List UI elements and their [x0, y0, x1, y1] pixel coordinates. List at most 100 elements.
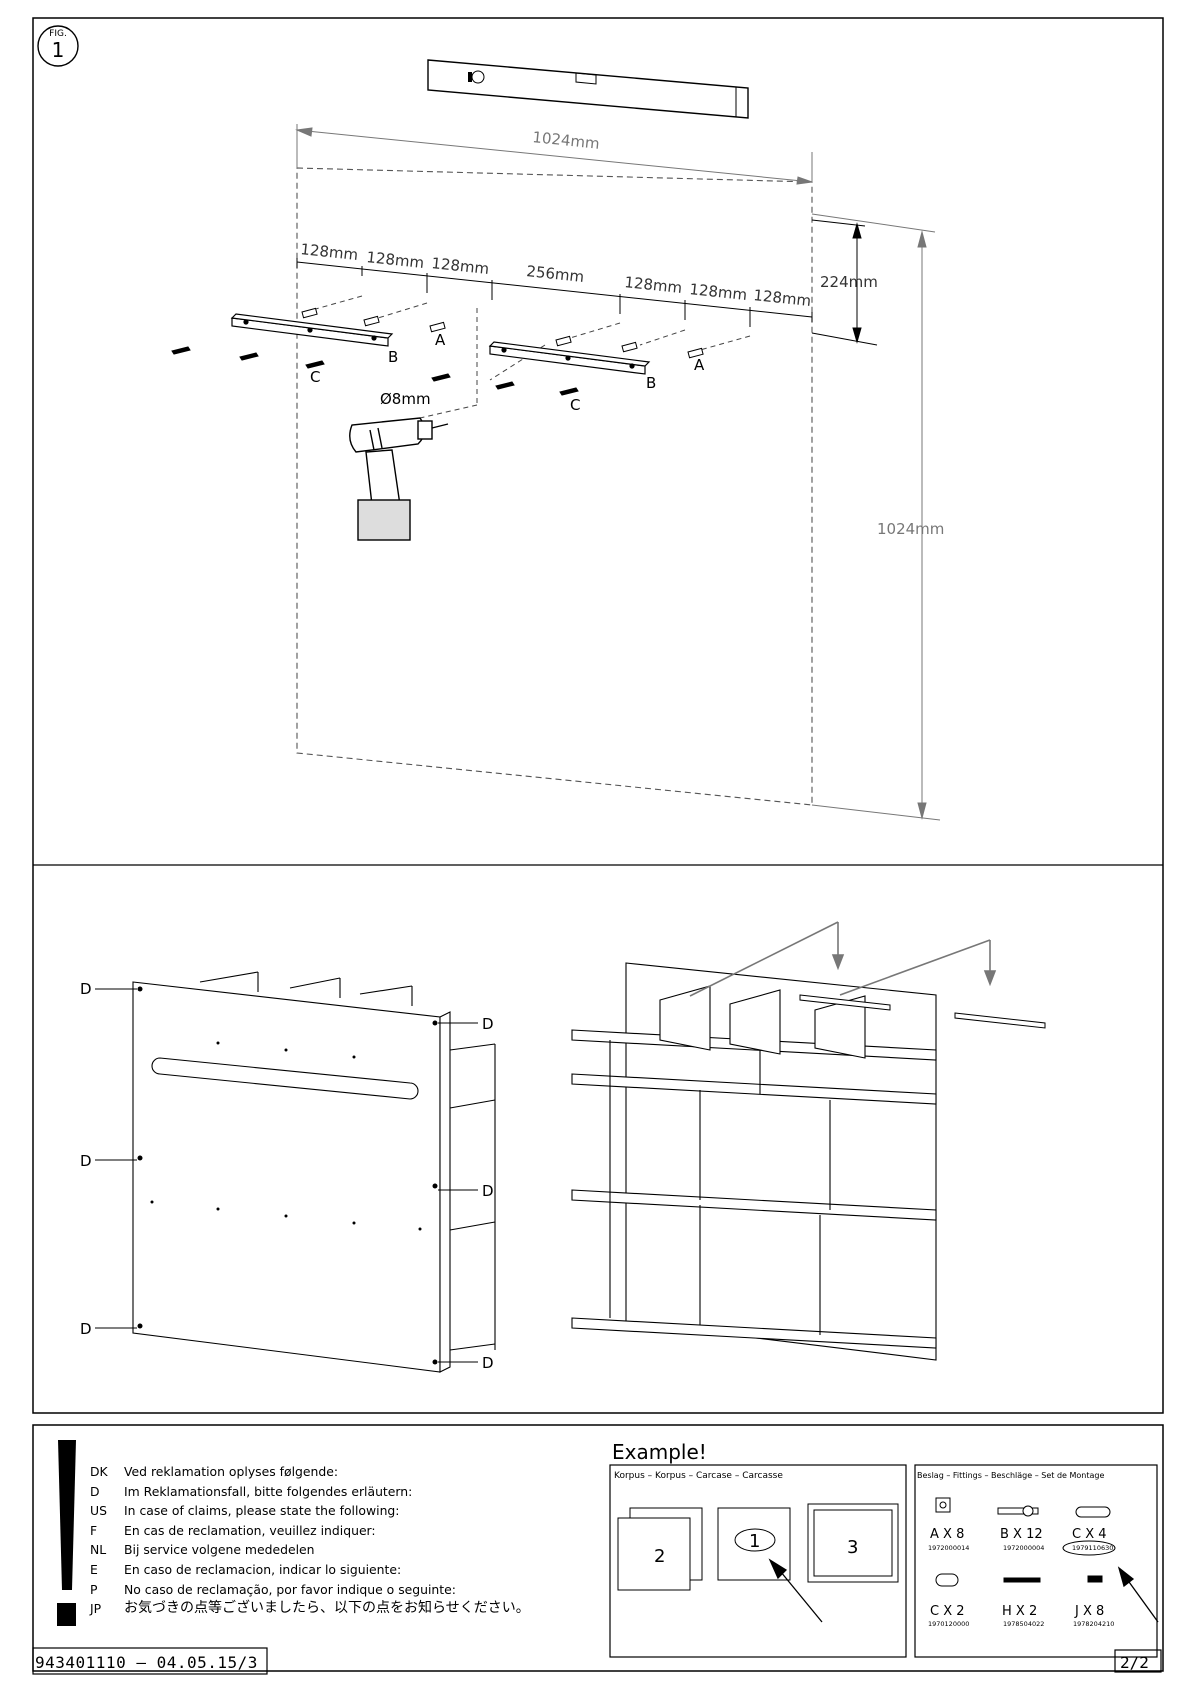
fittings-box	[914, 1464, 1158, 1658]
cabinet-front-view	[571, 962, 937, 1361]
language-code: NL	[90, 1542, 107, 1558]
claims-text: No caso de reclamação, por favor indique…	[124, 1581, 456, 1597]
claims-text: En cas de reclamation, veuillez indiquer…	[124, 1522, 376, 1538]
fittings-header: Beslag – Fittings – Beschläge – Set de M…	[917, 1471, 1104, 1480]
fitting-h-label: H X 2	[1002, 1604, 1037, 1619]
claims-line: D Im Reklamationsfall, bitte folgendes er…	[90, 1482, 530, 1502]
fitting-c2-label: C X 2	[930, 1604, 965, 1619]
marker-d-2: D	[80, 1152, 92, 1170]
right-spacing-2: 128mm	[689, 280, 748, 304]
cabinet-holes	[137, 986, 438, 1365]
claims-line: US In case of claims, please state the fo…	[90, 1501, 530, 1521]
doc-id: 943401110 – 04.05.15/3	[35, 1653, 258, 1672]
wall-rail-right	[488, 341, 651, 375]
doc-id-box	[32, 1647, 268, 1675]
warning-icon	[57, 1440, 76, 1626]
right-spacing-3: 128mm	[753, 286, 812, 310]
fitting-c2-code: 1970120000	[928, 1620, 969, 1628]
korpus-header: Korpus – Korpus – Carcase – Carcasse	[614, 1471, 783, 1481]
claims-frame	[32, 1424, 1164, 1672]
fitting-j-icon	[1087, 1575, 1103, 1583]
fitting-b-code: 1972000004	[1003, 1544, 1044, 1552]
claims-line: DK Ved reklamation oplyses følgende:	[90, 1462, 530, 1482]
plug-icons	[301, 307, 704, 359]
language-code: P	[90, 1581, 98, 1597]
left-spacing-1: 128mm	[300, 240, 359, 264]
board-1	[717, 1507, 791, 1581]
part-c-left-label: C	[310, 368, 320, 386]
fitting-a-code: 1972000014	[928, 1544, 969, 1552]
claims-text: Bij service volgene mededelen	[124, 1542, 315, 1558]
part-a-left-label: A	[435, 331, 446, 349]
fitting-j-code: 1978204210	[1073, 1620, 1114, 1628]
board-3-number: 3	[847, 1537, 858, 1558]
rail-parts	[799, 994, 1046, 1029]
language-code: US	[90, 1503, 107, 1519]
height-dimension	[811, 213, 941, 821]
wall-rail-left	[230, 313, 394, 347]
fitting-b-label: B X 12	[1000, 1527, 1043, 1542]
fitting-h-code: 1978504022	[1003, 1620, 1044, 1628]
board-3	[807, 1503, 899, 1583]
fig-badge: FIG. 1	[37, 25, 79, 67]
board-2	[617, 1507, 703, 1591]
pointer-arrows	[768, 1558, 1159, 1623]
page-number: 2/2	[1120, 1653, 1149, 1672]
marker-lines	[95, 988, 478, 1363]
fitting-c2-icon	[935, 1573, 959, 1587]
offset-dimension	[811, 219, 878, 346]
wall-outline	[296, 167, 813, 806]
fitting-c-icon	[1075, 1506, 1111, 1518]
fig-number: 1	[52, 38, 65, 62]
screw-icons	[171, 346, 579, 396]
center-spacing: 256mm	[526, 262, 585, 286]
drill-size-label: Ø8mm	[380, 390, 431, 408]
fitting-j-label: J X 8	[1074, 1604, 1104, 1619]
fitting-a-icon	[935, 1497, 951, 1513]
language-code: JP	[90, 1601, 102, 1617]
claims-text: Im Reklamationsfall, bitte folgendes erl…	[124, 1483, 413, 1499]
marker-d-4: D	[482, 1015, 494, 1033]
fitting-c-code: 1979110630	[1072, 1544, 1113, 1552]
claims-line: F En cas de reclamation, veuillez indique…	[90, 1521, 530, 1541]
spacing-dimension-line	[296, 258, 813, 327]
korpus-box	[609, 1464, 907, 1658]
part-b-right-label: B	[646, 374, 656, 392]
marker-d-6: D	[482, 1354, 494, 1372]
height-right-label: 1024mm	[877, 520, 944, 538]
fitting-a-label: A X 8	[930, 1527, 964, 1542]
part-c-right-label: C	[570, 396, 580, 414]
language-code: F	[90, 1522, 98, 1538]
top-offset-label: 224mm	[820, 273, 878, 291]
claims-line: NL Bij service volgene mededelen	[90, 1540, 530, 1560]
drill-icon	[349, 417, 449, 541]
fig-label: FIG.	[49, 29, 67, 39]
claims-text: お気づきの点等ございましたら、以下の点をお知らせください。	[124, 1600, 530, 1617]
fitting-b-icon	[997, 1505, 1039, 1517]
width-dimension	[295, 124, 813, 185]
claims-text: In case of claims, please state the foll…	[124, 1503, 400, 1519]
part-a-right-label: A	[694, 356, 705, 374]
example-title: Example!	[612, 1440, 707, 1464]
left-spacing-2: 128mm	[366, 248, 425, 272]
cabinet-back-view	[132, 971, 496, 1373]
language-code: DK	[90, 1464, 108, 1479]
part-b-left-label: B	[388, 348, 398, 366]
width-top-label: 1024mm	[532, 128, 601, 153]
circled-code	[1062, 1540, 1116, 1556]
language-code: E	[90, 1561, 98, 1577]
left-spacing-3: 128mm	[431, 254, 490, 278]
claims-list: DK Ved reklamation oplyses følgende: D Im R…	[90, 1462, 530, 1619]
claims-line: P No caso de reclamação, por favor indiqu…	[90, 1580, 530, 1600]
right-spacing-1: 128mm	[624, 273, 683, 297]
instruction-frame	[32, 17, 1164, 1414]
claims-text: Ved reklamation oplyses følgende:	[124, 1464, 339, 1479]
language-code: D	[90, 1483, 100, 1499]
page-box	[1114, 1649, 1162, 1673]
fitting-h-icon	[1003, 1577, 1041, 1583]
fitting-c-label: C X 4	[1072, 1527, 1107, 1542]
spirit-level-icon	[427, 59, 749, 119]
board-2-number: 2	[654, 1546, 665, 1567]
